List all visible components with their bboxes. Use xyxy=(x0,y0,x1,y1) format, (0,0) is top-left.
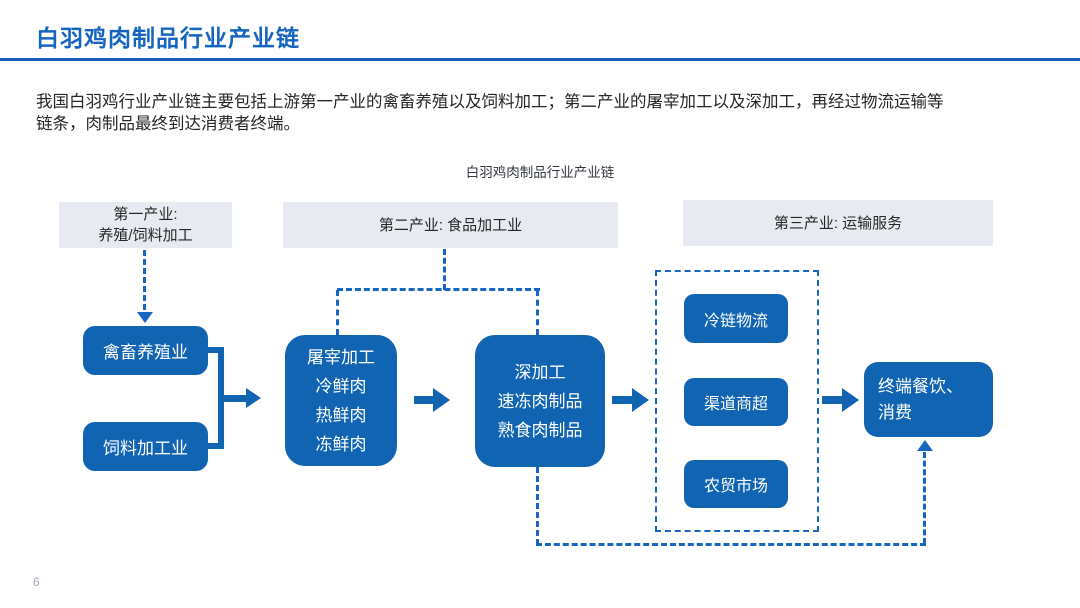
logistics-group-container xyxy=(655,270,819,532)
bypass-drop-from-deep xyxy=(536,467,539,545)
page-number: 6 xyxy=(33,575,40,589)
dashed-branch-left-drop xyxy=(336,290,339,335)
intro-paragraph: 我国白羽鸡行业产业链主要包括上游第一产业的禽畜养殖以及饲料加工；第二产业的屠宰加… xyxy=(36,93,944,133)
arrow-logistics-to-terminal-bar xyxy=(822,396,843,404)
node-deep-processing: 深加工 速冻肉制品 熟食肉制品 xyxy=(475,335,605,467)
bracket-stub-top xyxy=(207,347,224,353)
arrow-slaughter-to-deep-head-icon xyxy=(433,388,450,412)
dashed-branch-right-drop xyxy=(536,290,539,335)
bracket-arrowhead-icon xyxy=(246,388,261,408)
title-underline xyxy=(0,58,1080,61)
bracket-arrow-bar xyxy=(224,395,247,402)
node-slaughter-processing: 屠宰加工 冷鲜肉 热鲜肉 冻鲜肉 xyxy=(285,335,397,466)
bracket-vertical xyxy=(218,347,224,449)
dashed-line-primary-down xyxy=(143,250,146,310)
arrow-deep-to-logistics-bar xyxy=(612,396,633,404)
arrow-slaughter-to-deep-bar xyxy=(414,396,434,404)
node-poultry-farming: 禽畜养殖业 xyxy=(83,326,208,375)
stage-header-secondary: 第二产业: 食品加工业 xyxy=(283,202,618,248)
arrow-deep-to-logistics-head-icon xyxy=(632,388,649,412)
bracket-stub-bottom xyxy=(207,443,224,449)
node-retail-channel: 渠道商超 xyxy=(684,378,788,426)
node-feed-processing: 饲料加工业 xyxy=(83,422,208,471)
node-terminal-consumption: 终端餐饮、 消费 xyxy=(864,362,993,437)
arrow-logistics-to-terminal-head-icon xyxy=(842,388,859,412)
stage-header-primary: 第一产业: 养殖/饲料加工 xyxy=(59,202,232,248)
node-cold-chain-logistics: 冷链物流 xyxy=(684,294,788,343)
bypass-horizontal xyxy=(536,543,926,546)
dashed-branch-stem xyxy=(443,249,446,290)
page-title: 白羽鸡肉制品行业产业链 xyxy=(36,25,300,51)
dashed-arrowhead-down-icon xyxy=(137,312,153,323)
stage-header-tertiary: 第三产业: 运输服务 xyxy=(683,200,993,246)
dashed-branch-horizontal xyxy=(337,288,540,291)
bypass-rise-to-terminal xyxy=(923,452,926,544)
node-farmers-market: 农贸市场 xyxy=(684,460,788,508)
diagram-caption: 白羽鸡肉制品行业产业链 xyxy=(465,165,615,180)
bypass-arrowhead-up-icon xyxy=(917,440,933,451)
